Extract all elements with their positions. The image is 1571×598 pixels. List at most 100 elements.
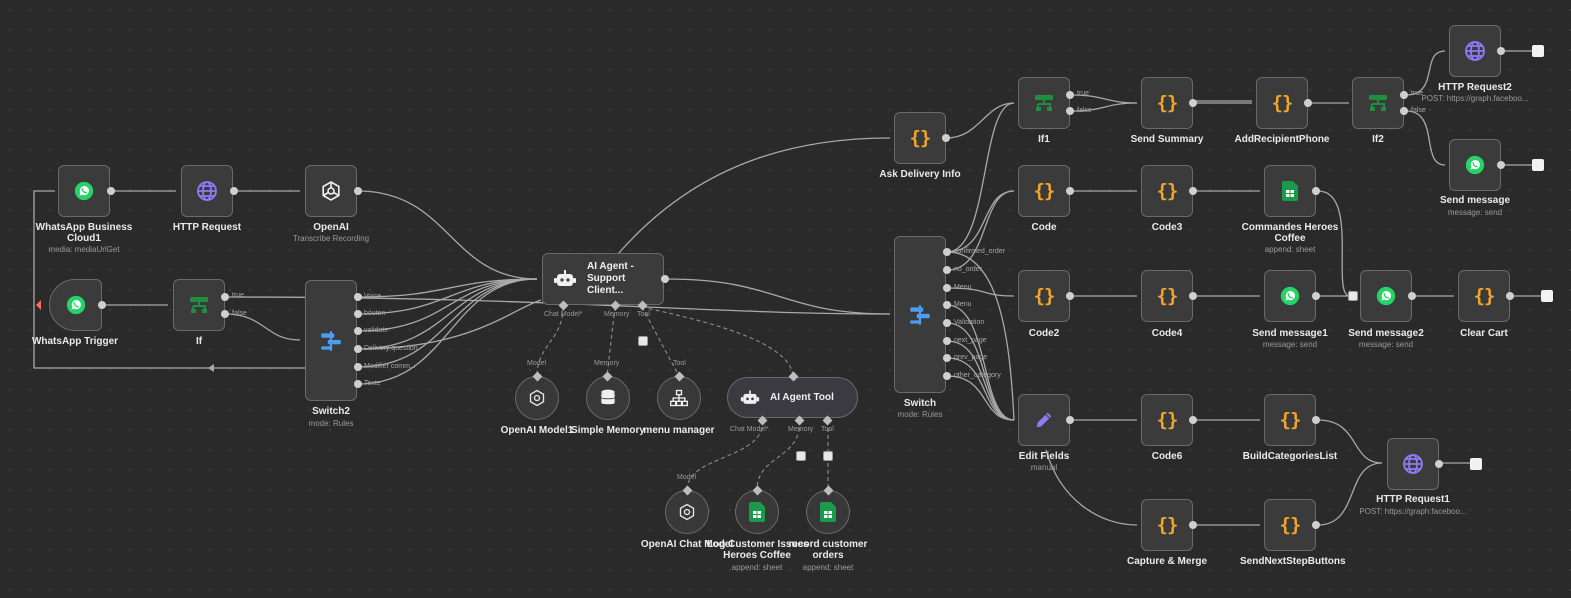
whatsapp-trigger-node[interactable]: [49, 279, 102, 331]
send-message2-node[interactable]: [1360, 270, 1412, 322]
openai-chat-model-node[interactable]: [665, 490, 709, 534]
output-port[interactable]: [1312, 292, 1320, 300]
capture-merge-node[interactable]: {}: [1141, 499, 1193, 551]
output-port[interactable]: [1312, 521, 1320, 529]
if-node[interactable]: [173, 279, 225, 331]
output-port[interactable]: [1189, 99, 1197, 107]
globe-icon: [195, 179, 219, 203]
ask-delivery-info-node[interactable]: {}: [894, 112, 946, 164]
sitemap-icon: [669, 388, 689, 408]
switch-node[interactable]: [894, 236, 946, 393]
openai-node[interactable]: [305, 165, 357, 217]
node-title: Clear Cart: [1460, 328, 1508, 339]
code6-node[interactable]: {}: [1141, 394, 1193, 446]
build-categories-list-node[interactable]: {}: [1264, 394, 1316, 446]
record-customer-orders-node[interactable]: [806, 490, 850, 534]
node-subtitle: media: mediaUrlGet: [48, 245, 120, 254]
if2-node[interactable]: [1352, 77, 1404, 129]
http-request1-node[interactable]: [1387, 438, 1439, 490]
switch2-node[interactable]: [305, 280, 357, 401]
node-title: HTTP Request2: [1438, 82, 1512, 93]
add-node-button[interactable]: [1541, 290, 1553, 302]
if1-node[interactable]: [1018, 77, 1070, 129]
output-port[interactable]: [943, 284, 951, 292]
output-port[interactable]: [1066, 292, 1074, 300]
node-title: Edit Fields: [1018, 451, 1070, 462]
output-port[interactable]: [1506, 292, 1514, 300]
send-next-step-buttons-node[interactable]: {}: [1264, 499, 1316, 551]
output-port[interactable]: [354, 363, 362, 371]
simple-memory-node[interactable]: [586, 376, 630, 420]
edit-fields-node[interactable]: [1018, 394, 1070, 446]
send-message-node[interactable]: [1449, 139, 1501, 191]
output-port[interactable]: [354, 187, 362, 195]
output-port[interactable]: [354, 380, 362, 388]
output-port[interactable]: [1497, 47, 1505, 55]
output-port[interactable]: [943, 248, 951, 256]
output-port[interactable]: [1189, 292, 1197, 300]
node-title: Code2: [1028, 328, 1060, 339]
output-port[interactable]: [98, 301, 106, 309]
output-port[interactable]: [1066, 187, 1074, 195]
output-port[interactable]: [943, 266, 951, 274]
output-port[interactable]: [943, 319, 951, 327]
send-message1-node[interactable]: [1264, 270, 1316, 322]
port-label: Delivery question: [364, 345, 418, 352]
openai-model1-node[interactable]: [515, 376, 559, 420]
port-text: Chat Model: [544, 311, 580, 318]
code-node[interactable]: {}: [1018, 165, 1070, 217]
true-output-port[interactable]: [1400, 91, 1408, 99]
add-node-button[interactable]: [1532, 45, 1544, 57]
output-port[interactable]: [943, 301, 951, 309]
output-port[interactable]: [354, 327, 362, 335]
true-output-port[interactable]: [1066, 91, 1074, 99]
output-port[interactable]: [354, 293, 362, 301]
code2-node[interactable]: {}: [1018, 270, 1070, 322]
whatsapp-business-cloud1-node[interactable]: [58, 165, 110, 217]
code4-node[interactable]: {}: [1141, 270, 1193, 322]
output-port[interactable]: [1312, 187, 1320, 195]
output-port[interactable]: [354, 310, 362, 318]
clear-cart-node[interactable]: {}: [1458, 270, 1510, 322]
add-node-button[interactable]: [1532, 159, 1544, 171]
output-port[interactable]: [354, 345, 362, 353]
send-summary-node[interactable]: {}: [1141, 77, 1193, 129]
menu-manager-node[interactable]: [657, 376, 701, 420]
output-port[interactable]: [1189, 416, 1197, 424]
output-port[interactable]: [1189, 187, 1197, 195]
code3-node[interactable]: {}: [1141, 165, 1193, 217]
http-request-node[interactable]: [181, 165, 233, 217]
add-memory-button[interactable]: [796, 451, 806, 461]
false-output-port[interactable]: [221, 310, 229, 318]
output-port[interactable]: [943, 337, 951, 345]
false-output-port[interactable]: [1400, 107, 1408, 115]
output-port[interactable]: [1408, 292, 1416, 300]
output-port[interactable]: [1435, 460, 1443, 468]
code-icon: {}: [1279, 514, 1302, 536]
output-port[interactable]: [1066, 416, 1074, 424]
output-port[interactable]: [1189, 521, 1197, 529]
openai-icon: [527, 388, 547, 408]
add-tool-button[interactable]: [823, 451, 833, 461]
output-port[interactable]: [1304, 99, 1312, 107]
add-recipient-phone-node[interactable]: {}: [1256, 77, 1308, 129]
output-port[interactable]: [661, 275, 669, 283]
output-port[interactable]: [1312, 416, 1320, 424]
input-port[interactable]: [1348, 291, 1358, 301]
output-port[interactable]: [942, 134, 950, 142]
true-output-port[interactable]: [221, 293, 229, 301]
output-port[interactable]: [943, 354, 951, 362]
log-customer-issues-node[interactable]: [735, 490, 779, 534]
http-request2-node[interactable]: [1449, 25, 1501, 77]
add-node-button[interactable]: [1470, 458, 1482, 470]
false-output-port[interactable]: [1066, 107, 1074, 115]
output-port[interactable]: [1497, 161, 1505, 169]
ai-agent-support-node[interactable]: AI Agent - Support Client...: [542, 253, 664, 305]
output-port[interactable]: [230, 187, 238, 195]
add-tool-button[interactable]: [638, 336, 648, 346]
port-label: false: [232, 310, 247, 317]
output-port[interactable]: [943, 372, 951, 380]
commandes-heroes-coffee-node[interactable]: [1264, 165, 1316, 217]
ai-agent-tool-node[interactable]: AI Agent Tool: [727, 377, 858, 418]
output-port[interactable]: [107, 187, 115, 195]
